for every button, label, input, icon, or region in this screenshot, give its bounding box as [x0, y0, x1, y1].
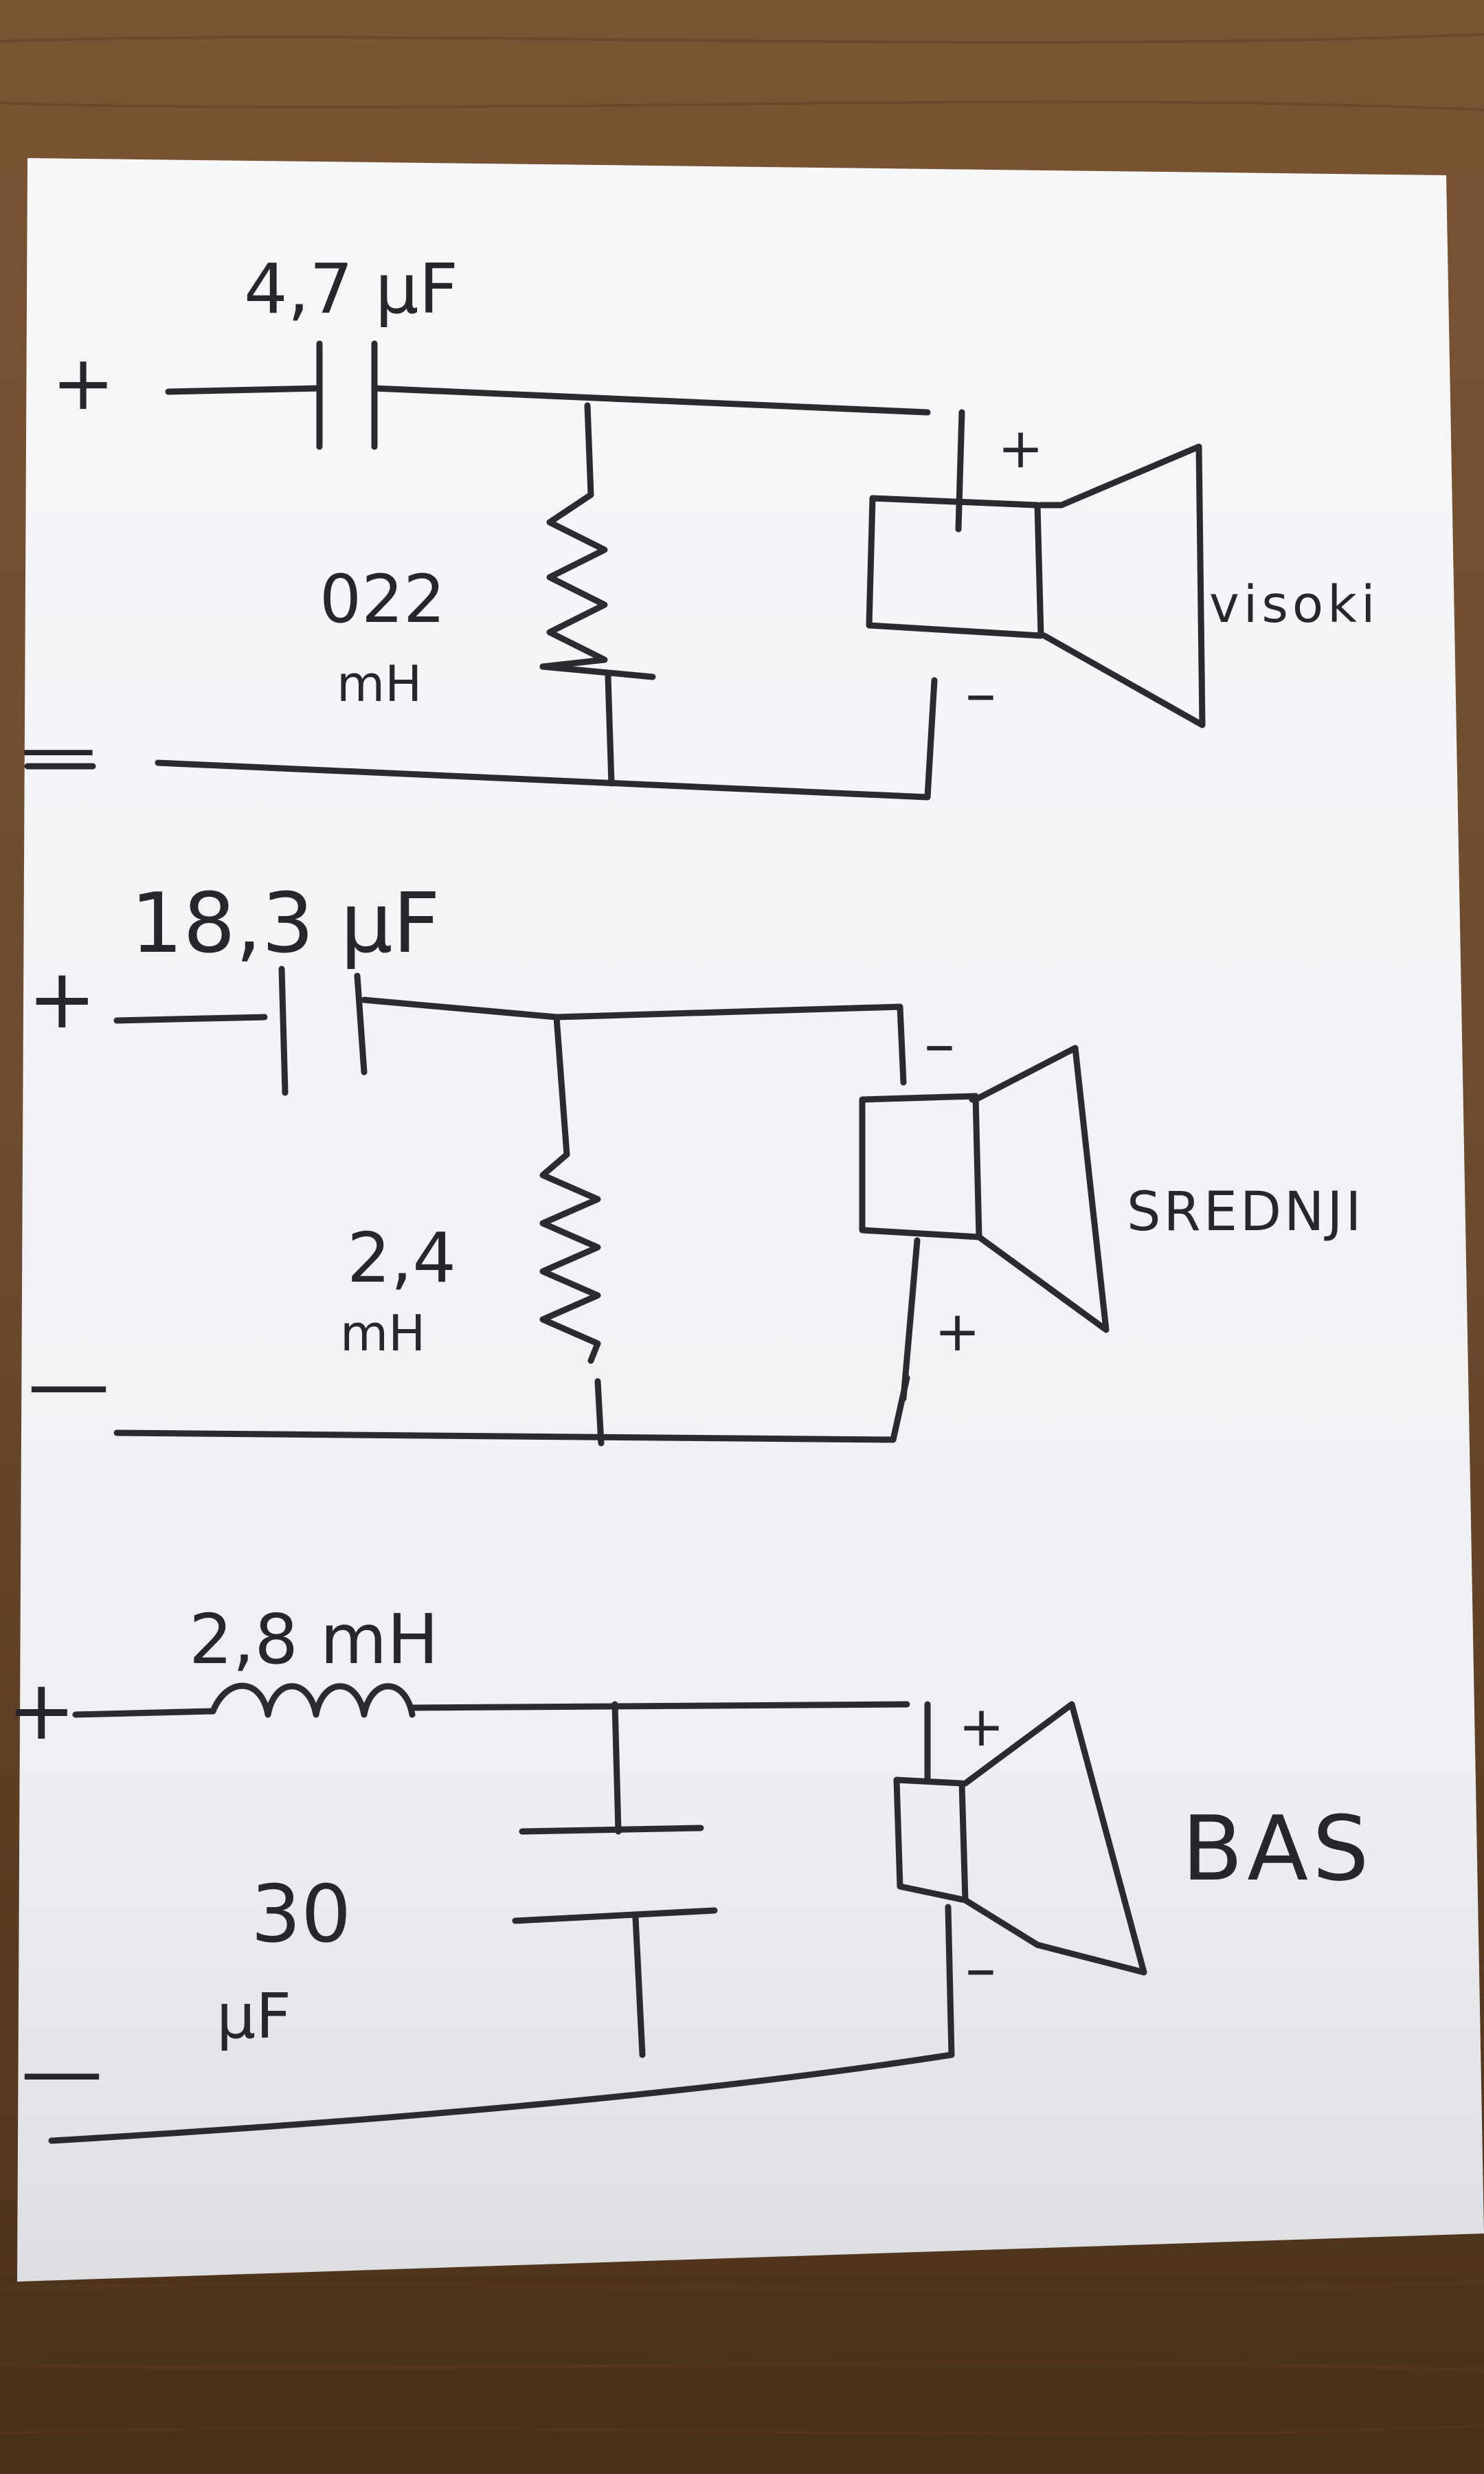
speaker-label-1: visoki [1209, 575, 1380, 634]
speaker-cone-2 [969, 1045, 1110, 1333]
circuit-tweeter: + 4,7 µF 022 mH — + – visoki [21, 249, 1380, 801]
input-plus-1: + [52, 339, 115, 427]
wire-bottom-3 [48, 1904, 955, 2144]
input-minus-2: — [27, 1337, 110, 1432]
speaker-minus-3: – [965, 1932, 996, 2005]
paper-sheet [17, 158, 1484, 2282]
wire-shunt-top-2 [553, 1014, 570, 1158]
wire-top-2 [113, 966, 907, 1096]
speaker-plus-3: + [958, 1695, 1004, 1759]
inductor-value-2: 2,4 [347, 1218, 456, 1298]
speaker-lead-plus-2 [900, 1237, 921, 1402]
capacitor-value-3: 30 [251, 1869, 351, 1961]
circuit-woofer: 2,8 mH + 30 µF — + – BAS [7, 1599, 1373, 2144]
capacitor-plate-top-3 [519, 1701, 704, 1835]
speaker-cone-1 [1037, 443, 1206, 728]
capacitor-unit-3: µF [216, 1981, 291, 2053]
speaker-magnet-1 [866, 495, 1044, 639]
inductor-zigzag-2 [539, 1151, 601, 1364]
speaker-plus-2: + [934, 1300, 980, 1363]
speaker-label-3: BAS [1182, 1796, 1373, 1901]
wire-shunt-bottom-1 [539, 663, 656, 787]
inductor-zigzag-1 [539, 491, 608, 670]
inductor-unit-2: mH [340, 1304, 425, 1362]
wire-shunt-bottom-2 [594, 1378, 605, 1447]
wire-top-3-left [72, 1708, 216, 1718]
speaker-minus-2: – [924, 1008, 955, 1080]
capacitor-value-1: 4,7 µF [244, 249, 458, 329]
wire-bottom-1 [24, 677, 938, 801]
input-minus-3: — [21, 2024, 103, 2119]
wood-grain [0, 33, 1484, 2436]
speaker-label-2: SREDNJI [1127, 1181, 1364, 1243]
circuit-midrange: 18,3 µF + 2,4 mH — – + SREDNJI [27, 876, 1364, 1447]
speaker-minus-1: – [965, 658, 996, 730]
input-plus-2: + [27, 952, 97, 1047]
inductor-unit-1: mH [337, 655, 422, 713]
input-plus-3: + [7, 1663, 76, 1759]
speaker-lead-plus-1 [955, 409, 965, 533]
speaker-plus-1: + [998, 416, 1044, 480]
inductor-value-3: 2,8 mH [189, 1599, 438, 1680]
input-minus-1: — [21, 703, 96, 791]
inductor-value-1: 022 [319, 561, 445, 638]
capacitor-plate-bottom-3 [512, 1907, 718, 2058]
speaker-cone-3 [962, 1701, 1147, 1976]
inductor-coil-3 [210, 1682, 416, 1718]
wire-shunt-top-1 [584, 402, 594, 498]
capacitor-value-2: 18,3 µF [131, 876, 440, 972]
wire-top-1 [165, 340, 931, 450]
wire-top-3-right [409, 1701, 910, 1711]
